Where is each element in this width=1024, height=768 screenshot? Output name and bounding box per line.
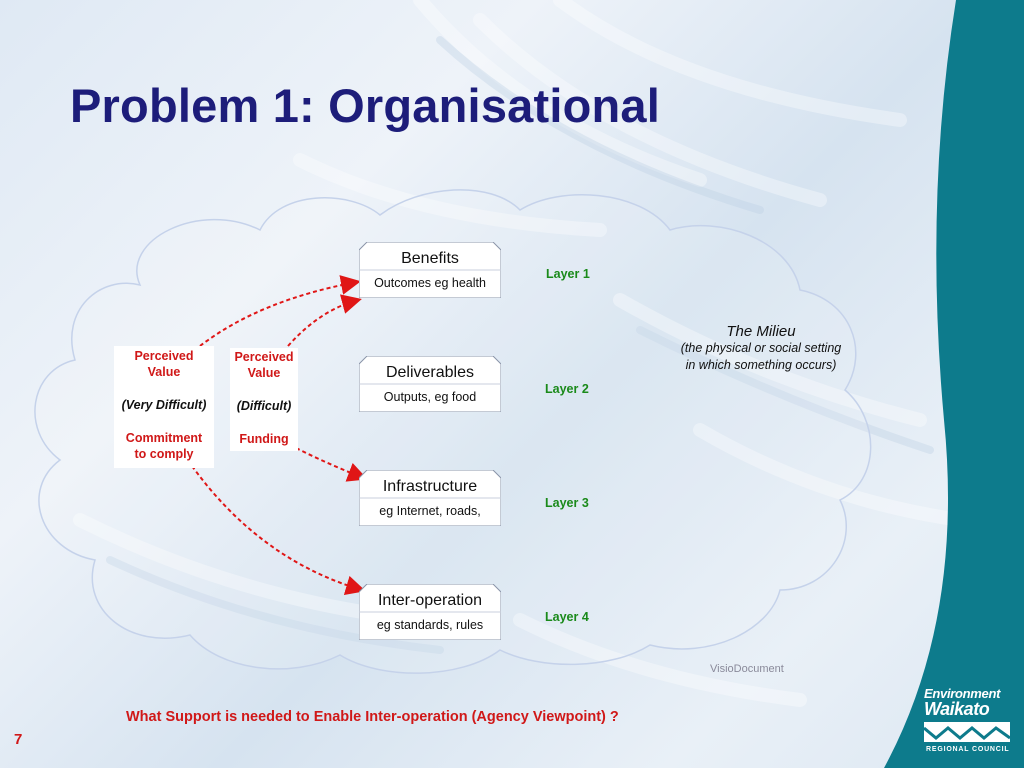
layer-label-1: Layer 1: [546, 267, 590, 281]
layer-box-benefits: Benefits Outcomes eg health: [359, 242, 501, 298]
layer-label-2: Layer 2: [545, 382, 589, 396]
arrow-right-to-infrastructure: [295, 447, 368, 482]
milieu-title: The Milieu: [726, 323, 796, 340]
layer-box-infrastructure: Infrastructure eg Internet, roads,: [359, 470, 501, 526]
layer-label-3: Layer 3: [545, 496, 589, 510]
question-text: What Support is needed to Enable Inter-o…: [126, 709, 619, 725]
logo-line-1: Environment: [924, 686, 1001, 701]
milieu-cloud-outline: [34, 189, 872, 674]
perceived-label: Perceived: [234, 350, 294, 364]
difficulty-label: (Very Difficult): [121, 398, 207, 412]
arrow-right-to-benefits: [287, 294, 362, 347]
environment-waikato-logo: Environment Waikato REGIONAL COUNCIL: [920, 686, 1016, 758]
perceived-value-box-left: Perceived Value (Very Difficult) Commitm…: [114, 346, 214, 468]
layer-title: Deliverables: [385, 364, 475, 381]
layer-subtitle: eg Internet, roads,: [379, 504, 481, 518]
milieu-description: (the physical or social setting in which…: [680, 341, 842, 372]
funding-label: Funding: [239, 432, 289, 446]
logo-line-2: Waikato: [924, 699, 990, 719]
visio-document-label: VisioDocument: [710, 663, 784, 675]
page-number: 7: [14, 731, 23, 748]
layer-title: Infrastructure: [382, 478, 478, 495]
difficulty-label: (Difficult): [236, 399, 292, 413]
layer-subtitle: Outputs, eg food: [383, 390, 477, 404]
layer-subtitle: Outcomes eg health: [374, 276, 486, 290]
layer-box-deliverables: Deliverables Outputs, eg food: [359, 356, 501, 412]
layer-label-4: Layer 4: [545, 610, 589, 624]
comply-label: to comply: [134, 447, 194, 461]
perceived-label: Perceived: [134, 349, 194, 363]
perceived-value-box-right: Perceived Value (Difficult) Funding: [230, 348, 298, 451]
logo-line-3: REGIONAL COUNCIL: [926, 746, 1010, 753]
value-label: Value: [247, 366, 281, 380]
milieu-annotation: The Milieu (the physical or social setti…: [676, 323, 846, 374]
commitment-label: Commitment: [125, 431, 203, 445]
layer-title: Benefits: [401, 250, 459, 267]
layer-title: Inter-operation: [377, 592, 483, 609]
layer-box-interoperation: Inter-operation eg standards, rules: [359, 584, 501, 640]
value-label: Value: [147, 365, 181, 379]
arrow-left-to-benefits: [199, 275, 361, 347]
right-band: [884, 0, 1024, 768]
logo-waves-icon: [924, 722, 1010, 742]
slide-title: Problem 1: Organisational: [70, 79, 661, 132]
layer-subtitle: eg standards, rules: [376, 618, 484, 632]
